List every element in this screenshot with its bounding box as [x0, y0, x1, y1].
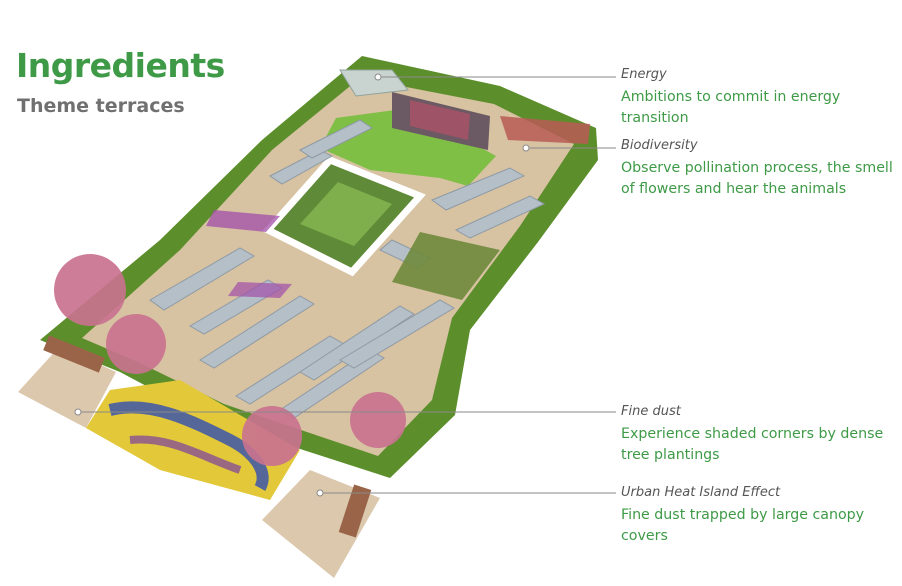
- lavender-bed: [206, 210, 280, 232]
- blossom-trees: [54, 254, 406, 466]
- annotation-biodiversity: Biodiversity Observe pollination process…: [621, 138, 893, 200]
- annotation-urban-heat: Urban Heat Island Effect Fine dust trapp…: [621, 485, 902, 547]
- page-subtitle: Theme terraces: [17, 95, 185, 117]
- leader-lines: [74, 73, 616, 497]
- maze-walls: [149, 119, 546, 419]
- annotation-description: Observe pollination process, the smell: [621, 160, 893, 176]
- bench: [43, 335, 105, 373]
- annotation-description: Fine dust trapped by large canopy covers: [621, 507, 865, 544]
- pavement-bottom: [262, 470, 380, 578]
- annotation-label: Urban Heat Island Effect: [621, 485, 781, 500]
- page-title: Ingredients: [16, 46, 225, 85]
- annotation-description: Experience shaded corners by dense: [621, 426, 884, 442]
- annotation-label: Fine dust: [621, 404, 681, 419]
- annotation-energy: Energy Ambitions to commit in energy tra…: [621, 67, 902, 129]
- annotation-fine-dust: Fine dust Experience shaded corners by d…: [621, 404, 883, 466]
- vegetable-beds: [392, 232, 500, 300]
- annotation-label: Biodiversity: [621, 138, 698, 153]
- annotation-label: Energy: [621, 67, 667, 82]
- annotation-description: of flowers and hear the animals: [621, 181, 847, 197]
- flower-strip-top: [500, 116, 590, 144]
- annotation-description: Ambitions to commit in energy transition: [621, 89, 841, 126]
- annotation-description: tree plantings: [621, 447, 720, 463]
